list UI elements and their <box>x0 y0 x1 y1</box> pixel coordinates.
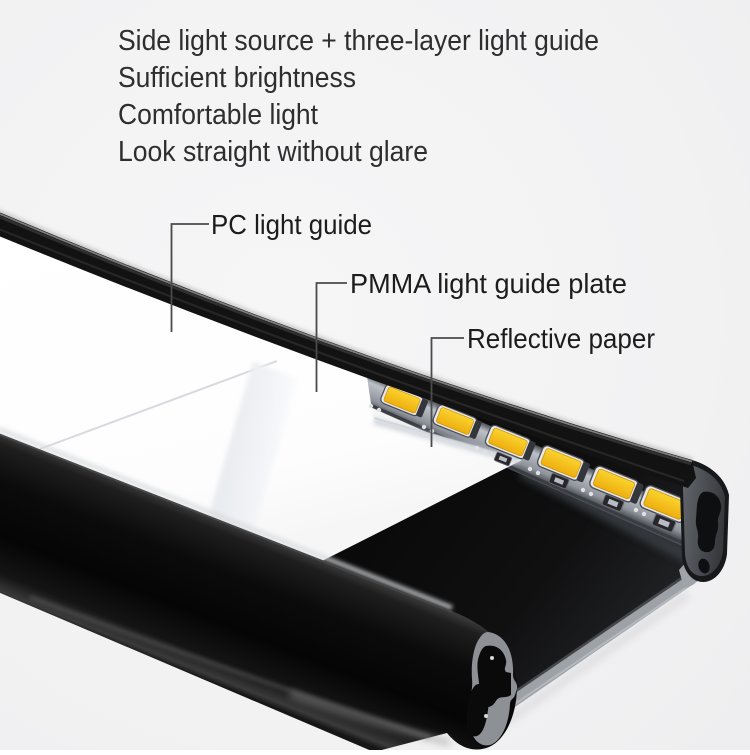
svg-text:Side light source + three-laye: Side light source + three-layer light gu… <box>118 25 599 57</box>
svg-text:PC light guide: PC light guide <box>211 209 372 240</box>
svg-text:Reflective paper: Reflective paper <box>467 323 655 354</box>
svg-text:Sufficient brightness: Sufficient brightness <box>118 62 356 94</box>
svg-text:Look straight without glare: Look straight without glare <box>118 136 428 168</box>
svg-text:PMMA light guide plate: PMMA light guide plate <box>350 268 627 299</box>
svg-text:Comfortable light: Comfortable light <box>118 99 318 131</box>
